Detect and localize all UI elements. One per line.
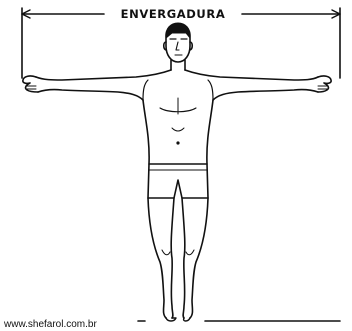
left-leg-outer — [148, 198, 166, 318]
right-foot — [184, 318, 190, 321]
right-leg-inner — [182, 198, 185, 318]
right-hand — [318, 76, 331, 92]
left-hand — [23, 76, 38, 92]
torso-right-side — [207, 100, 213, 164]
torso-left-side — [143, 100, 149, 164]
left-arm-upper-edge — [36, 70, 171, 80]
left-knee — [162, 250, 170, 255]
left-fingers — [26, 86, 36, 89]
right-arm-lower-edge — [213, 90, 318, 100]
right-knee — [186, 250, 194, 255]
right-fingers — [318, 86, 328, 89]
abdomen-line — [172, 128, 184, 131]
right-leg-outer — [190, 198, 208, 318]
source-credit: www.shefarol.com.br — [3, 319, 97, 330]
right-shoulder — [208, 80, 213, 100]
wingspan-label: ENVERGADURA — [121, 7, 226, 21]
left-arm-lower-edge — [38, 90, 143, 100]
right-arm-upper-edge — [185, 70, 318, 80]
hair — [166, 23, 190, 38]
left-shoulder — [143, 80, 148, 100]
nose — [176, 42, 179, 50]
navel — [177, 142, 179, 144]
human-figure — [23, 23, 331, 321]
left-leg-inner — [171, 198, 174, 318]
shorts — [148, 164, 208, 198]
left-foot — [166, 318, 176, 321]
